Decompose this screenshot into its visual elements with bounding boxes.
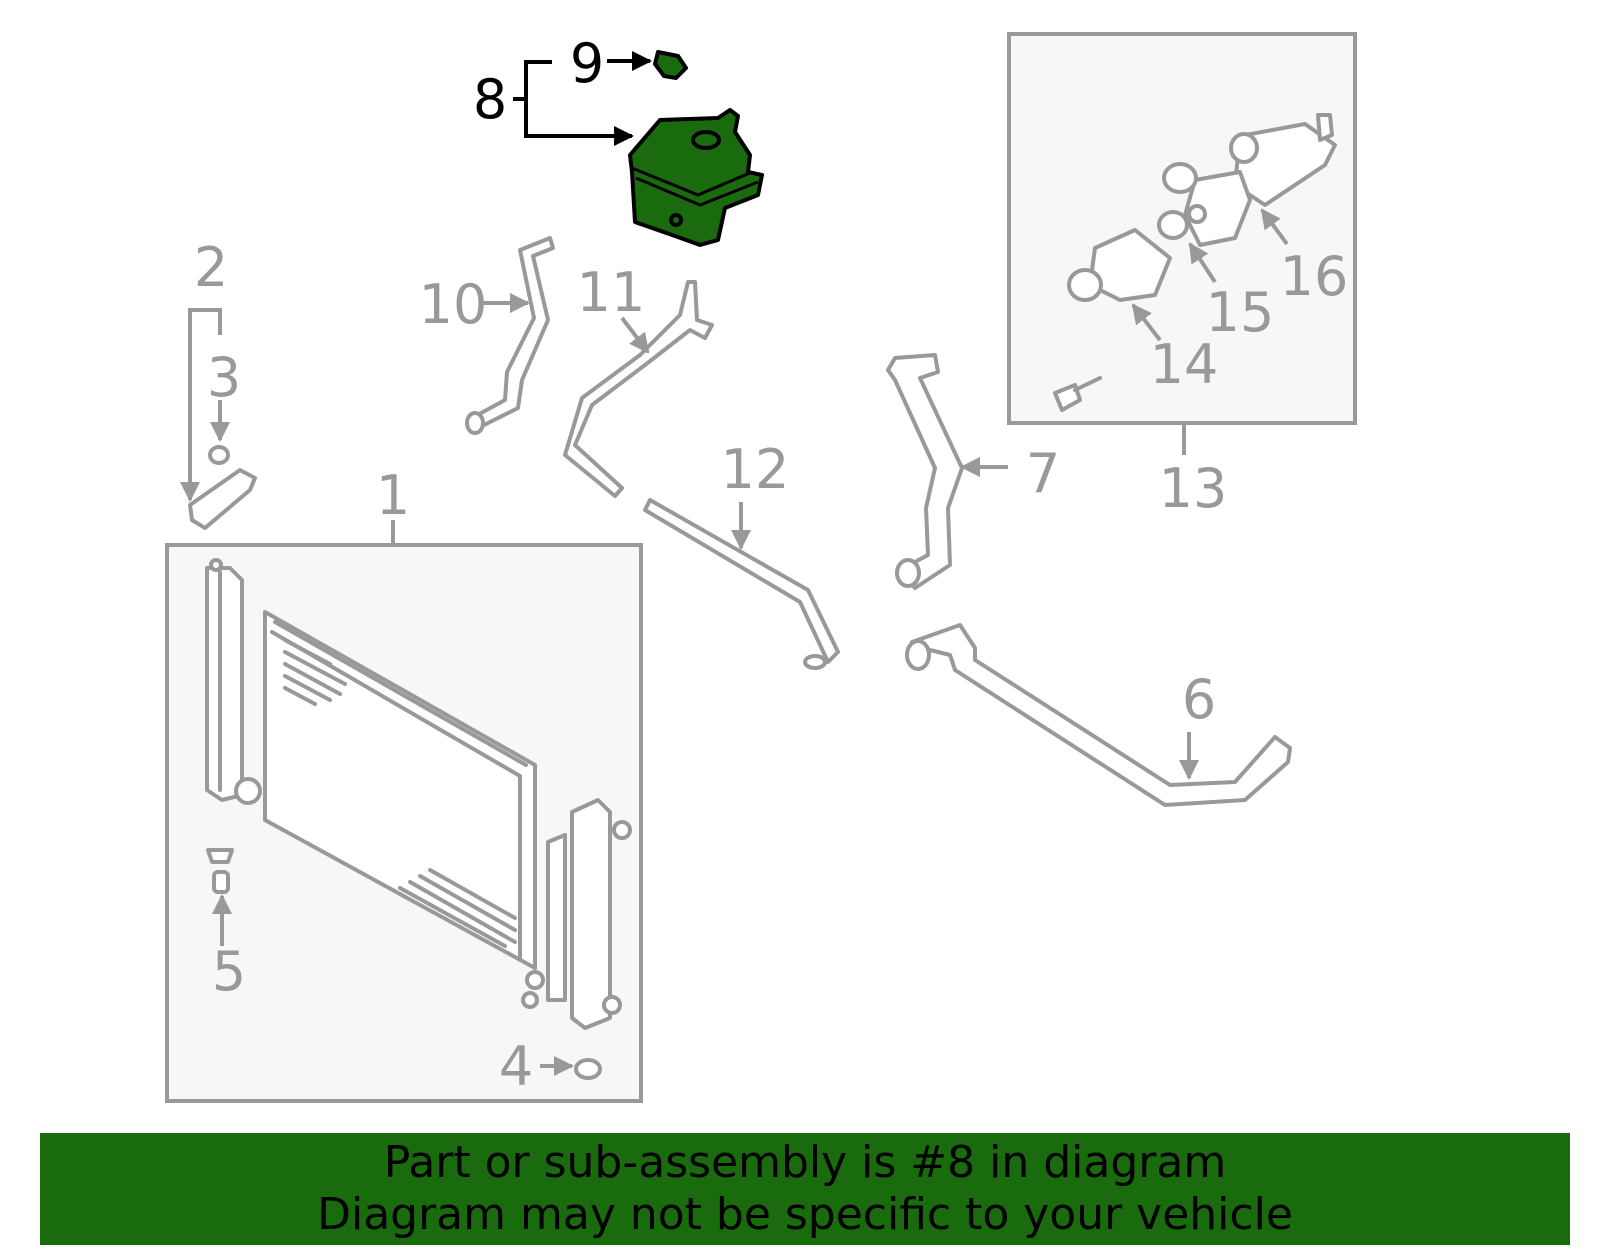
- callout-13: 13: [1159, 457, 1228, 520]
- callout-14: 14: [1150, 333, 1219, 396]
- banner-line-1: Part or sub-assembly is #8 in diagram: [383, 1137, 1227, 1188]
- hose-7: [886, 353, 1008, 590]
- hose-6: [905, 623, 1292, 807]
- callout-6: 6: [1182, 668, 1216, 731]
- callout-3: 3: [207, 346, 241, 409]
- callout-16: 16: [1280, 245, 1349, 308]
- bracket-and-cushion: [180, 308, 257, 530]
- radiator-assembly: [165, 520, 643, 1103]
- thermostat-housing-assembly: [1007, 32, 1357, 455]
- reservoir-tank-highlight: [628, 50, 764, 247]
- banner-line-2: Diagram may not be specific to your vehi…: [317, 1189, 1293, 1240]
- callout-12: 12: [721, 438, 790, 501]
- callout-11: 11: [577, 261, 646, 324]
- hose-10: [465, 236, 555, 435]
- callout-8: 8: [473, 68, 507, 131]
- notice-banner: Part or sub-assembly is #8 in diagram Di…: [40, 1133, 1570, 1245]
- callout-4: 4: [499, 1035, 533, 1098]
- callout-9: 9: [570, 32, 604, 95]
- callout-1: 1: [376, 464, 410, 527]
- callout-10: 10: [419, 273, 488, 336]
- callout-5: 5: [212, 940, 246, 1003]
- callout-7: 7: [1026, 442, 1060, 505]
- callout-15: 15: [1206, 281, 1275, 344]
- pipe-12: [643, 498, 840, 670]
- part-8-9-leaders: [513, 51, 652, 146]
- callout-2: 2: [194, 236, 228, 299]
- hose-11: [563, 280, 714, 498]
